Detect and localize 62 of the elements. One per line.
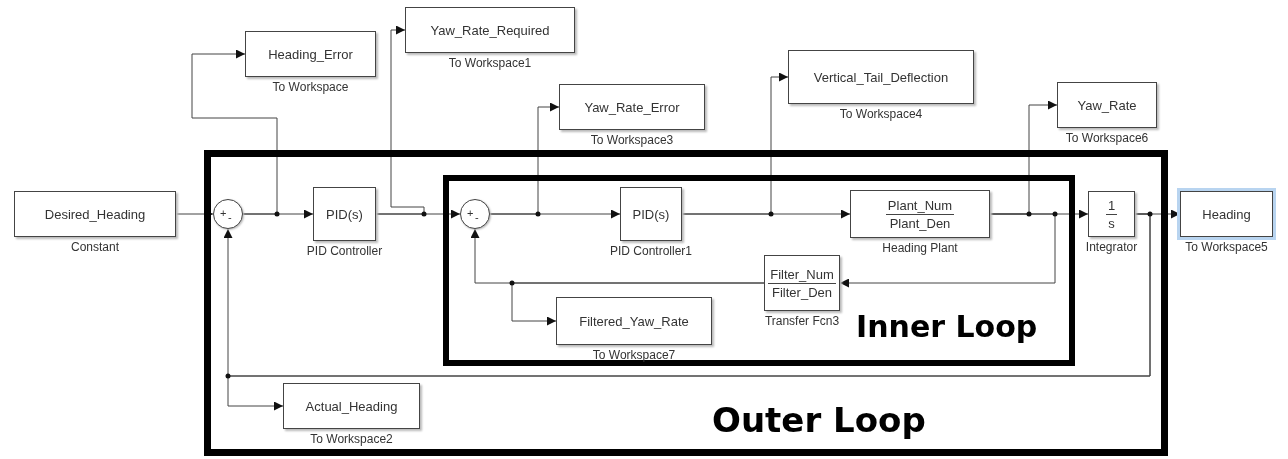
denominator-text: s [1108, 214, 1115, 231]
transfer-function-block [850, 190, 990, 238]
block-label: Yaw_Rate_Error [584, 99, 680, 115]
signal-block [620, 187, 682, 241]
block-caption: PID Controller1 [610, 244, 692, 258]
sum-junction [213, 199, 243, 229]
numerator-text: Filter_Num [768, 266, 836, 284]
block-caption: Constant [71, 240, 119, 254]
loop-title: Inner Loop [856, 309, 1038, 344]
sum-junction [460, 199, 490, 229]
numerator-text: 1 [1105, 197, 1118, 215]
loop-boundary [443, 175, 1075, 366]
signal-arrow [489, 102, 560, 215]
signal-block [245, 31, 376, 77]
block-label: PID(s) [632, 206, 670, 222]
block-caption: To Workspace7 [592, 348, 676, 362]
signal-block [1180, 191, 1273, 237]
transfer-function-block [1088, 191, 1135, 237]
denominator-text: Filter_Den [772, 283, 832, 300]
signal-arrow [839, 213, 1056, 288]
block-caption: To Workspace6 [1065, 131, 1149, 145]
block-label: Desired_Heading [44, 206, 146, 222]
block-label: Heading_Error [268, 46, 353, 62]
sign-text: + [220, 208, 227, 219]
block-label: PID(s) [326, 206, 363, 222]
block-caption: To Workspace1 [448, 56, 532, 70]
signal-arrow [511, 282, 765, 326]
signal-block [14, 191, 176, 237]
signal-block [559, 84, 705, 130]
block-label: Yaw_Rate [1077, 97, 1137, 113]
denominator-text: Plant_Den [889, 214, 951, 231]
sign-text: - [475, 212, 479, 223]
signal-block [556, 297, 712, 345]
loop-title: Outer Loop [712, 400, 926, 440]
block-caption: Heading Plant [882, 241, 958, 255]
block-caption: To Workspace2 [310, 432, 393, 446]
numerator-text: Plant_Num [885, 197, 955, 215]
sign-text: + [467, 208, 474, 219]
block-label: Actual_Heading [305, 398, 398, 414]
block-label: Filtered_Yaw_Rate [579, 313, 689, 329]
block-label: Yaw_Rate_Required [430, 22, 550, 38]
signal-block [283, 383, 420, 429]
block-caption: To Workspace3 [590, 133, 674, 147]
block-caption: Integrator [1085, 240, 1138, 254]
block-label: Vertical_Tail_Deflection [813, 69, 949, 85]
signal-arrow [375, 25, 425, 215]
block-caption: To Workspace4 [839, 107, 923, 121]
sign-text: - [228, 212, 232, 223]
block-caption: PID Controller [306, 244, 383, 258]
signal-block [313, 187, 376, 241]
transfer-function-block [764, 255, 840, 311]
loop-boundary [204, 150, 1168, 456]
block-label: Heading [1202, 206, 1251, 222]
block-caption: To Workspace5 [1185, 240, 1268, 254]
signal-block [405, 7, 575, 53]
block-caption: To Workspace [272, 80, 349, 94]
signal-block [788, 50, 974, 104]
signal-block [1057, 82, 1157, 128]
signal-arrow [227, 213, 1151, 411]
signal-arrow [681, 72, 789, 215]
signal-arrow [191, 49, 278, 215]
block-caption: Transfer Fcn3 [764, 314, 840, 328]
